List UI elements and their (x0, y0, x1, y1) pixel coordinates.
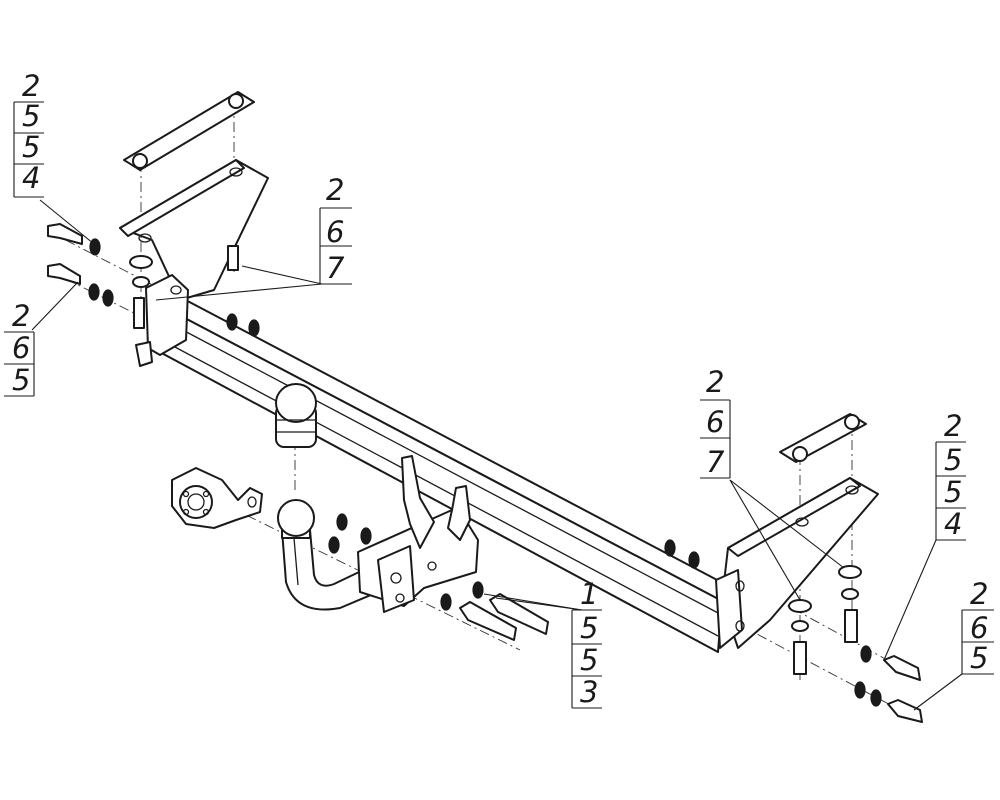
leader-lines (31, 199, 963, 711)
callout-number: 5 (970, 641, 988, 675)
ball-mount-plate (357, 455, 479, 613)
callout-right-lower: 2 6 5 (961, 577, 994, 675)
callout-top-center: 2 6 7 (319, 173, 352, 285)
callout-number: 6 (970, 611, 988, 645)
callout-number: 6 (706, 405, 724, 439)
callout-number: 4 (944, 507, 962, 541)
callout-number: 2 (970, 577, 988, 611)
callout-top-left: 2 5 5 4 (13, 69, 44, 198)
fasteners (47, 223, 923, 723)
callout-number: 2 (706, 365, 724, 399)
callout-number: 2 (326, 173, 344, 207)
callout-number: 5 (580, 643, 598, 677)
callout-mid-left: 2 6 5 (4, 299, 35, 397)
callout-number: 5 (22, 130, 40, 164)
callout-number: 3 (580, 675, 598, 709)
callout-number: 2 (12, 299, 30, 333)
left-bracket (119, 159, 269, 367)
callout-number: 5 (12, 363, 30, 397)
callout-number: 7 (326, 251, 345, 285)
socket-bracket (171, 467, 263, 529)
right-counter-plate (779, 413, 867, 463)
ball-cap (275, 383, 317, 448)
callout-number: 6 (12, 331, 30, 365)
callout-right-center: 2 6 7 (700, 365, 731, 479)
callout-number: 2 (944, 409, 962, 443)
callout-number: 5 (944, 475, 962, 509)
callout-bottom-center: 1 5 5 3 (571, 577, 602, 709)
callout-right-upper: 2 5 5 4 (935, 409, 966, 541)
right-bracket (715, 477, 879, 649)
callout-number: 6 (326, 215, 344, 249)
callout-number: 7 (706, 445, 725, 479)
callout-number: 1 (580, 577, 598, 611)
callout-number: 4 (22, 161, 40, 195)
callout-number: 5 (22, 99, 40, 133)
callout-number: 5 (580, 611, 598, 645)
left-counter-plate (123, 91, 255, 171)
callout-number: 5 (944, 443, 962, 477)
callout-number: 2 (22, 69, 40, 103)
